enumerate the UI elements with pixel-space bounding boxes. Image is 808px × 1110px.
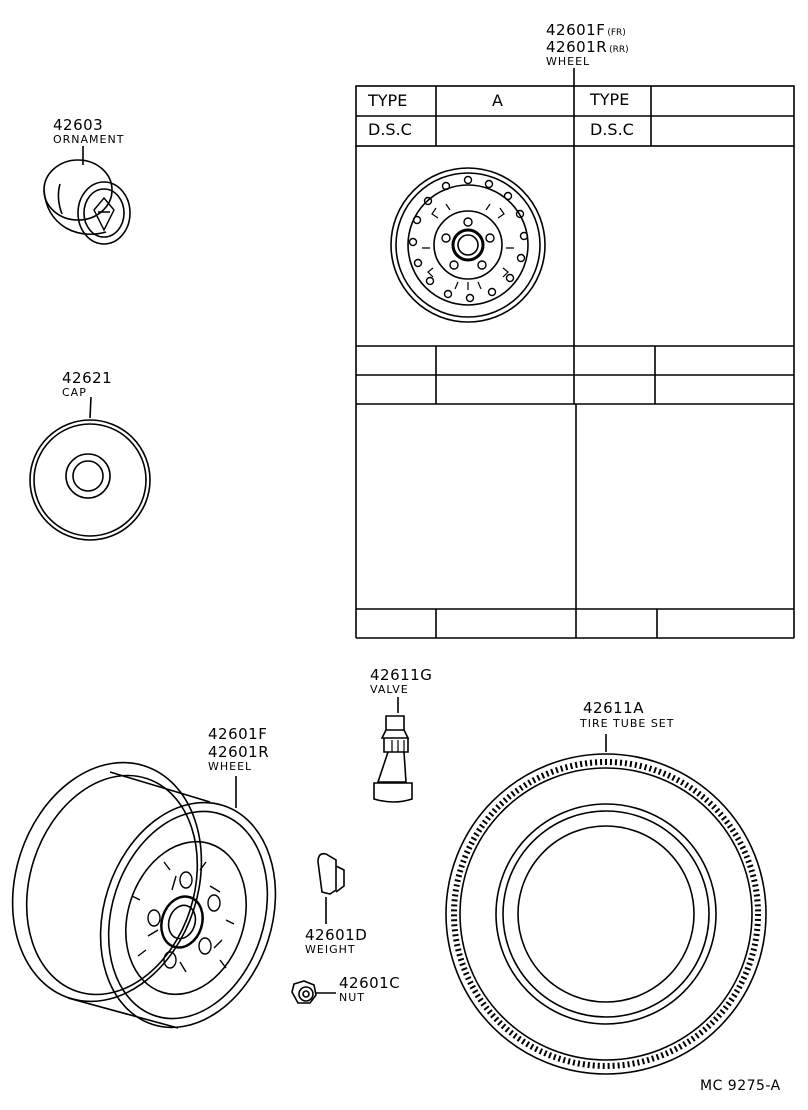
wheel-header-label: WHEEL [546,55,591,68]
wheel-illustration [11,761,277,1029]
ornament-illustration [43,146,131,245]
wheel-part-number-f: 42601F [208,725,268,743]
weight-part-number: 42601D [305,926,368,944]
tire-part-number: 42611A [583,699,644,717]
wheel-type-table [355,68,795,639]
nut-part-number: 42601C [339,974,401,992]
weight-illustration [317,852,345,924]
valve-part-number: 42611G [370,666,433,684]
table-type-value-a: A [492,91,503,110]
nut-illustration [291,980,336,1004]
tire-part-name: TIRE TUBE SET [580,717,675,730]
weight-part-name: WEIGHT [305,943,356,956]
cap-part-number: 42621 [62,369,113,387]
ornament-part-number: 42603 [53,116,104,134]
ornament-part-name: ORNAMENT [53,133,125,146]
wheel-part-name: WHEEL [208,760,253,773]
table-dsc-label-1: D.S.C [368,120,412,139]
table-type-label-1: TYPE [368,91,408,110]
diagram-code: MC 9275-A [700,1078,781,1094]
tire-illustration [445,734,767,1075]
cap-illustration [29,396,151,541]
wheel-type-a-illustration [390,167,546,323]
wheel-part-number-rr: 42601R(RR) [546,38,629,56]
valve-part-name: VALVE [370,683,409,696]
valve-illustration [373,697,413,803]
wheel-part-number-fr: 42601F(FR) [546,21,626,39]
table-dsc-label-2: D.S.C [590,120,634,139]
wheel-part-number-r: 42601R [208,743,270,761]
nut-part-name: NUT [339,991,365,1004]
table-type-label-2: TYPE [590,90,630,109]
cap-part-name: CAP [62,386,87,399]
